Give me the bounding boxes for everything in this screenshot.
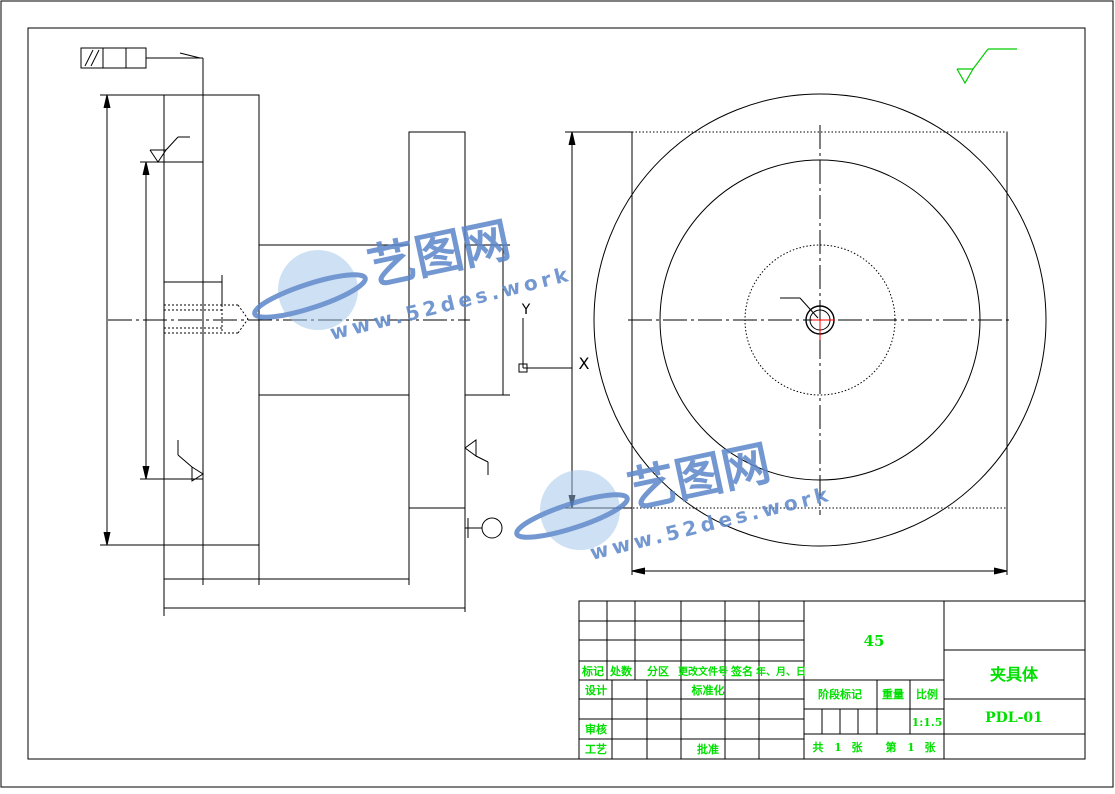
col-header-count: 处数 bbox=[609, 664, 633, 678]
ucs-axis-y-label: Y bbox=[521, 302, 531, 318]
col-header-zone: 分区 bbox=[647, 664, 669, 678]
material-label: 45 bbox=[864, 632, 885, 650]
col-header-mark: 标记 bbox=[581, 664, 604, 678]
roughness-symbol-side bbox=[177, 440, 204, 482]
total-count: 1 bbox=[834, 741, 842, 754]
tolerance-frame bbox=[80, 47, 204, 95]
col-header-signature: 签名 bbox=[730, 664, 753, 678]
side-view bbox=[80, 47, 572, 616]
datum-symbol bbox=[465, 517, 503, 539]
scale-value: 1:1.5 bbox=[912, 716, 943, 729]
sheet-prefix: 第 bbox=[886, 740, 897, 754]
part-name: 夹具体 bbox=[990, 665, 1039, 684]
col-header-date: 年、月、日 bbox=[756, 665, 806, 678]
outer-flange-circle bbox=[593, 93, 1047, 547]
label-stage-mark: 阶段标记 bbox=[818, 687, 862, 701]
watermark-globe-icon bbox=[252, 250, 368, 330]
sheet-count: 1 bbox=[907, 741, 915, 754]
ucs-axis-x-label: X bbox=[579, 354, 590, 373]
label-review: 审核 bbox=[585, 722, 607, 736]
watermark-bottom: 艺图网 www.52des.work bbox=[514, 435, 834, 565]
roughness-symbol-global bbox=[956, 48, 1017, 85]
threaded-hole bbox=[164, 304, 249, 334]
label-approve: 批准 bbox=[697, 742, 719, 756]
hole-center-mark bbox=[812, 319, 835, 340]
watermark-globe-icon bbox=[514, 470, 630, 550]
label-design: 设计 bbox=[585, 683, 607, 697]
label-scale: 比例 bbox=[916, 687, 938, 701]
sheet-suffix: 张 bbox=[925, 740, 937, 754]
support-column bbox=[408, 131, 466, 509]
drawing-number: PDL-01 bbox=[985, 710, 1043, 726]
label-process: 工艺 bbox=[585, 742, 607, 756]
total-prefix: 共 bbox=[813, 740, 824, 754]
watermark-top: 艺图网 www.52des.work bbox=[252, 212, 574, 345]
label-weight: 重量 bbox=[882, 687, 904, 701]
title-block-text: 45 夹具体 PDL-01 1:1.5 标记 处数 分区 更改文件号 签名 年、… bbox=[581, 632, 1043, 756]
col-header-change-doc: 更改文件号 bbox=[678, 665, 728, 678]
roughness-symbol-column bbox=[464, 439, 489, 475]
label-standardization: 标准化 bbox=[691, 683, 725, 697]
drawing-frame bbox=[27, 27, 1086, 760]
total-suffix: 张 bbox=[852, 740, 864, 754]
ucs-icon bbox=[518, 318, 572, 373]
roughness-symbol-top bbox=[149, 136, 190, 163]
title-block bbox=[578, 600, 1086, 760]
